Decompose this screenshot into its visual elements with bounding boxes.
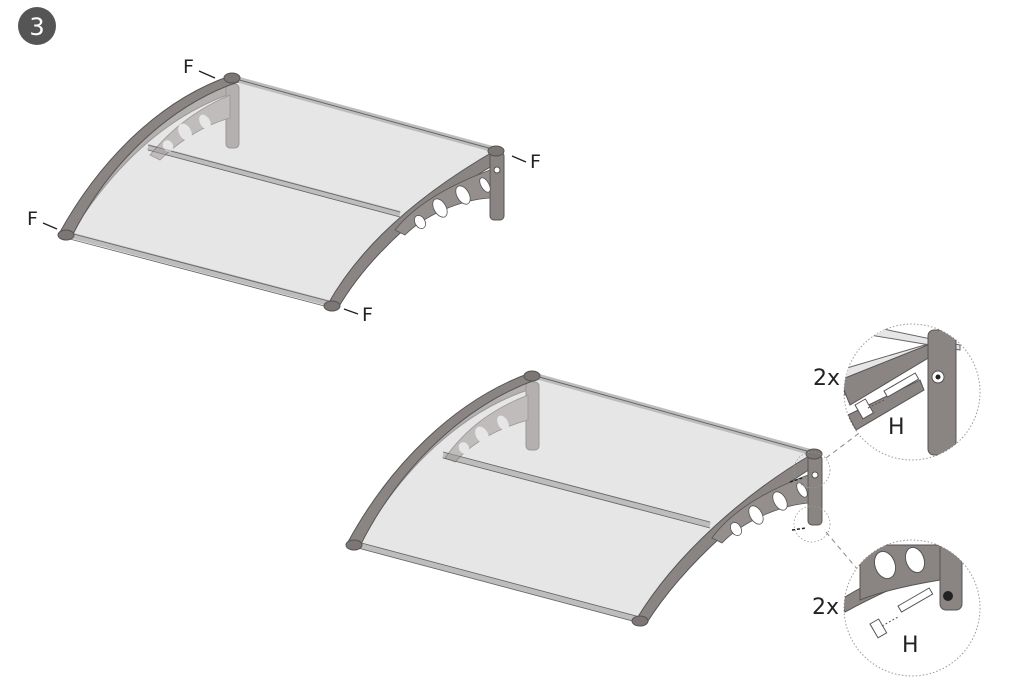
canopy-bottom-panel <box>353 376 816 621</box>
detail-upper: 2x H <box>813 323 981 461</box>
canopy-top-left-arc <box>59 75 240 237</box>
canopy-top-end-cap <box>487 145 505 157</box>
canopy-top-right-bracket <box>327 149 505 309</box>
canopy-top-front-rail <box>65 231 333 307</box>
screw-indicator-upper <box>789 451 831 489</box>
svg-text:F: F <box>362 304 373 326</box>
detail-upper-quantity: 2x <box>813 366 840 391</box>
canopy-top-middle-rail <box>147 144 401 217</box>
screw-indicator-lower <box>791 505 831 543</box>
step-badge: 3 <box>18 7 56 45</box>
canopy-bottom-left-bracket <box>349 374 540 547</box>
canopy-top-end-cap <box>57 229 75 241</box>
svg-text:F: F <box>530 151 541 173</box>
canopy-bottom-front-rail <box>353 541 641 623</box>
fastener-label-left-front: F <box>27 208 58 230</box>
canopy-top: F F F F <box>27 56 541 326</box>
fastener-label-right-front: F <box>343 304 373 326</box>
canopy-bottom-middle-rail <box>442 452 711 528</box>
canopy-top-end-cap <box>323 300 341 312</box>
detail-lower-quantity: 2x <box>812 595 839 620</box>
fastener-label-top-left: F <box>183 56 216 79</box>
detail-lower: 2x H <box>812 539 981 677</box>
svg-text:F: F <box>27 208 38 230</box>
detail-lower-part: H <box>902 633 919 658</box>
svg-text:F: F <box>183 56 194 78</box>
canopy-bottom <box>345 370 871 627</box>
detail-leader-lower <box>825 531 859 571</box>
fastener-label-right-back: F <box>511 151 541 173</box>
canopy-top-end-cap <box>223 72 241 84</box>
canopy-bottom-right-bracket <box>635 452 823 625</box>
step-number: 3 <box>29 13 44 41</box>
detail-upper-part: H <box>888 415 905 440</box>
